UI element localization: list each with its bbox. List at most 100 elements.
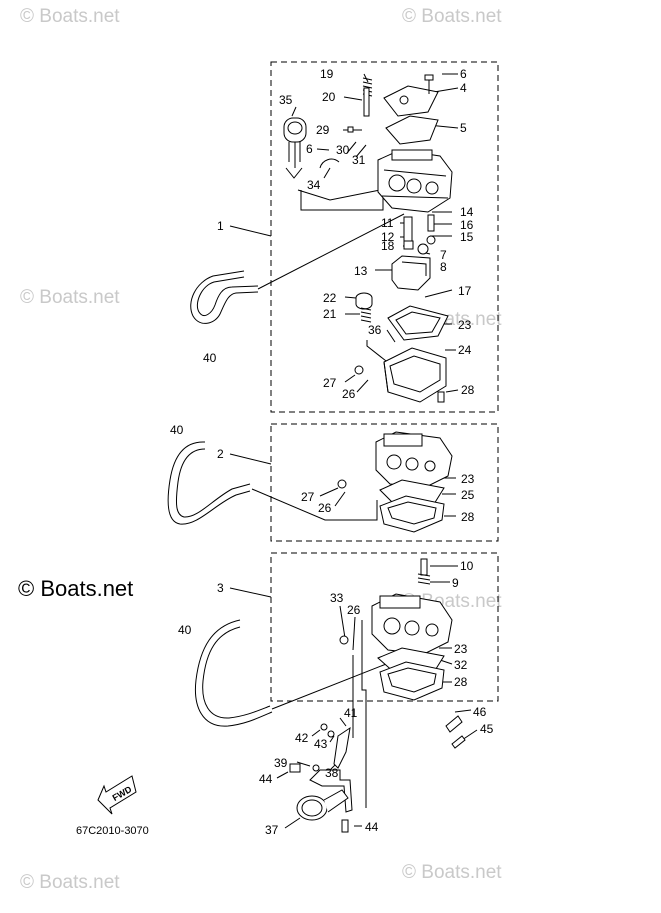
callout-40-g1: 40	[203, 351, 217, 365]
callout-38: 38	[325, 766, 339, 780]
carburetor-body-3	[371, 593, 453, 655]
callout-31: 31	[352, 153, 366, 167]
callout-1: 1	[217, 219, 224, 233]
callout-2: 2	[217, 447, 224, 461]
callout-45: 45	[480, 722, 494, 736]
screw-44-left	[289, 763, 301, 773]
float-13	[391, 255, 431, 291]
callout-27-g1: 27	[323, 376, 337, 390]
callout-32: 32	[454, 658, 468, 672]
float-chamber-24	[383, 347, 447, 403]
callout-16: 16	[460, 218, 474, 232]
callout-23-g2: 23	[461, 472, 475, 486]
screw-6-top	[424, 74, 434, 94]
pin-20	[363, 87, 370, 117]
jet-parts-11-18	[403, 214, 436, 255]
watermark-main: © Boats.net	[18, 576, 134, 601]
spring-19	[362, 77, 373, 97]
bracket-38	[309, 769, 353, 813]
callout-21: 21	[323, 307, 337, 321]
solenoid-valve	[283, 117, 307, 179]
callout-6-left: 6	[306, 142, 313, 156]
callout-23-g1: 23	[458, 318, 472, 332]
drawing-code: 67C2010-3070	[76, 825, 149, 837]
callout-4: 4	[460, 81, 467, 95]
callout-39: 39	[274, 756, 288, 770]
callout-26-g1: 26	[342, 387, 356, 401]
group-box-1	[270, 61, 499, 413]
screw-28-g1	[437, 391, 445, 403]
screw-45	[451, 735, 466, 749]
callout-10: 10	[460, 559, 474, 573]
callout-35: 35	[279, 93, 293, 107]
callout-43: 43	[314, 737, 328, 751]
callout-13: 13	[354, 264, 368, 278]
callout-26-g3: 26	[347, 603, 361, 617]
callout-33: 33	[330, 591, 344, 605]
callout-22: 22	[323, 291, 337, 305]
fuel-hose-1	[190, 270, 259, 324]
watermark-bottom-left: © Boats.net	[20, 872, 120, 893]
callout-42: 42	[295, 731, 309, 745]
diaphragm	[385, 115, 439, 145]
drain-screw-46	[445, 715, 463, 733]
diaphragm-cover	[383, 85, 439, 117]
callout-9: 9	[452, 576, 459, 590]
callout-25: 25	[461, 488, 475, 502]
callout-12: 12	[381, 230, 395, 244]
callout-11: 11	[381, 216, 394, 230]
callout-6-top: 6	[460, 67, 467, 81]
callout-5: 5	[460, 121, 467, 135]
washer-42-43	[320, 723, 335, 738]
callout-8: 8	[440, 260, 447, 274]
callout-34: 34	[307, 178, 321, 192]
screw-10	[420, 558, 428, 576]
plug-22	[355, 292, 373, 310]
callout-17: 17	[458, 284, 472, 298]
spring-21	[360, 307, 372, 323]
washer-39	[312, 764, 320, 772]
group-box-3	[270, 552, 499, 702]
float-chamber-g2	[379, 495, 445, 533]
callout-15: 15	[460, 230, 474, 244]
callout-19: 19	[320, 67, 334, 81]
callout-41: 41	[344, 706, 358, 720]
float-chamber-g3	[379, 661, 445, 701]
screw-33	[339, 635, 349, 645]
callout-7: 7	[440, 248, 447, 262]
callout-18: 18	[381, 239, 395, 253]
callout-46: 46	[473, 705, 487, 719]
screw-27-g2	[337, 479, 347, 489]
gasket-23-g1	[387, 305, 449, 341]
fwd-arrow-icon	[97, 775, 137, 815]
callout-36: 36	[368, 323, 382, 337]
choke-knob-37	[296, 789, 349, 821]
callout-26-g2: 26	[318, 501, 332, 515]
callout-20: 20	[322, 90, 336, 104]
callout-24: 24	[458, 343, 472, 357]
callout-44-left: 44	[259, 772, 273, 786]
watermark-top-right: © Boats.net	[402, 6, 502, 27]
callout-28-g3: 28	[454, 675, 468, 689]
watermark-top-left: © Boats.net	[20, 6, 120, 27]
fuel-hose-2	[167, 441, 251, 525]
callout-27-g2: 27	[301, 490, 315, 504]
fuel-hose-3	[194, 619, 273, 727]
watermark-bottom-right: © Boats.net	[402, 862, 502, 883]
link-rod-41	[333, 726, 351, 769]
spring-9	[417, 573, 431, 585]
callout-28-g2: 28	[461, 510, 475, 524]
watermark-mid-left: © Boats.net	[20, 287, 120, 308]
screw-29	[347, 126, 362, 133]
carburetor-body-1	[377, 149, 453, 213]
clip-34	[319, 158, 340, 169]
callout-44-bottom: 44	[365, 820, 379, 834]
screw-27-g1	[354, 365, 364, 375]
callout-29: 29	[316, 123, 330, 137]
callout-40-g3: 40	[178, 623, 192, 637]
callout-23-g3: 23	[454, 642, 468, 656]
callout-40-g2: 40	[170, 423, 184, 437]
group-box-2	[270, 423, 499, 542]
carburetor-body-2	[375, 431, 453, 489]
